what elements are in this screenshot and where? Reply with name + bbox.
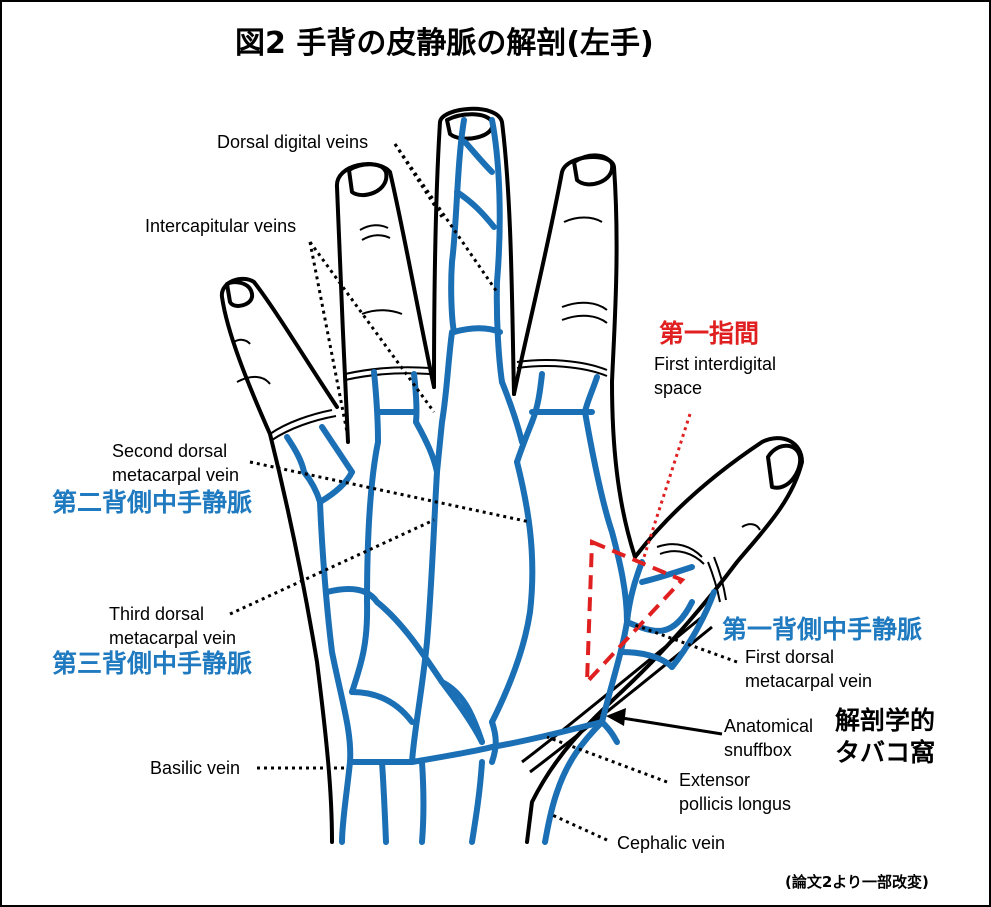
label-second-dorsal-line2: metacarpal vein [112, 465, 240, 485]
label-first-dorsal-line1: First dorsal [745, 647, 835, 667]
veins [284, 117, 717, 845]
label-second-dorsal-line1: Second dorsal [112, 441, 228, 461]
label-basilic-vein: Basilic vein [150, 758, 241, 778]
snuffbox-arrow-head [606, 708, 626, 726]
source-note: (論文2より一部改変) [785, 873, 929, 891]
label-anatomical-line1: Anatomical [724, 716, 814, 736]
label-anatomical-jp-line2: タバコ窩 [835, 738, 936, 767]
label-extensor-line2: pollicis longus [679, 794, 792, 814]
label-third-dorsal-line1: Third dorsal [109, 604, 205, 624]
label-cephalic-vein: Cephalic vein [617, 833, 726, 853]
label-dorsal-digital-veins: Dorsal digital veins [217, 132, 369, 152]
figure-title: 図2 手背の皮静脈の解剖(左手) [235, 26, 654, 61]
label-anatomical-line2: snuffbox [724, 740, 792, 760]
snuffbox-arrow [621, 716, 723, 736]
label-first-interdigital-jp: 第一指間 [659, 319, 760, 348]
label-third-dorsal-jp: 第三背側中手静脈 [52, 649, 253, 678]
label-first-dorsal-jp: 第一背側中手静脈 [722, 615, 923, 644]
snuffbox-triangle [584, 539, 686, 688]
label-third-dorsal-line2: metacarpal vein [109, 628, 237, 648]
knuckle-lines [233, 216, 761, 603]
leader-lines [229, 143, 738, 842]
interdigital-pointer [642, 413, 692, 558]
label-anatomical-jp-line1: 解剖学的 [835, 706, 936, 735]
label-first-dorsal-line2: metacarpal vein [745, 671, 873, 691]
label-intercapitular-veins: Intercapitular veins [145, 216, 297, 236]
label-first-interdigital-line1: First interdigital [654, 354, 777, 374]
label-extensor-line1: Extensor [679, 770, 751, 790]
label-second-dorsal-jp: 第二背側中手静脈 [52, 488, 253, 517]
label-first-interdigital-line2: space [654, 378, 703, 398]
hand-outline [219, 106, 804, 844]
